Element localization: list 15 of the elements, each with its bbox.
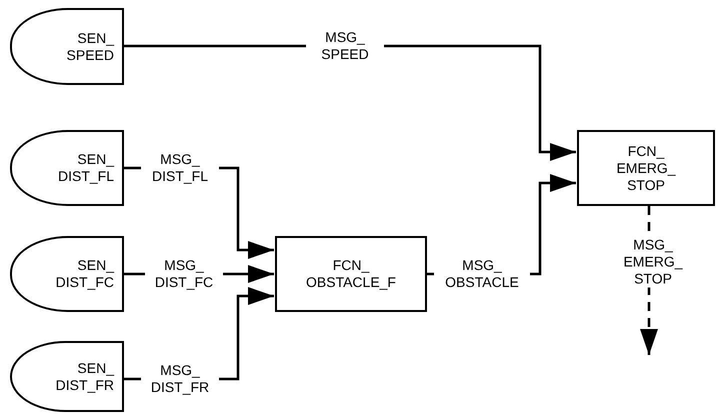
node-label: SEN_ DIST_FC xyxy=(54,257,114,291)
sensor-block xyxy=(10,236,124,312)
function-box xyxy=(275,236,427,312)
edge-label: MSG_ DIST_FC xyxy=(145,257,223,291)
edge-label: MSG_ DIST_FR xyxy=(141,362,219,396)
node-label: FCN_ EMERG_ STOP xyxy=(615,142,677,194)
function-box xyxy=(577,130,715,206)
node-label: SEN_ SPEED xyxy=(66,30,114,64)
sensor-block xyxy=(10,341,124,412)
node-label: SEN_ DIST_FR xyxy=(54,360,114,394)
sensor-block xyxy=(10,8,124,85)
sensor-block xyxy=(10,130,124,206)
node-label: FCN_ OBSTACLE_F xyxy=(305,257,397,291)
edge-label: MSG_ DIST_FL xyxy=(141,151,219,185)
node-label: SEN_ DIST_FL xyxy=(56,151,114,185)
